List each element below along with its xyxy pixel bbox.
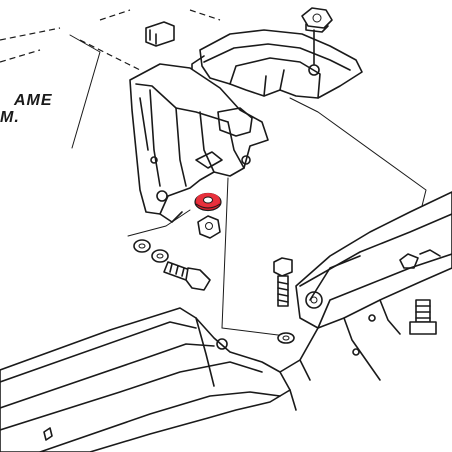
- upper-bracket: [191, 29, 363, 99]
- highlighted-washer: [194, 192, 222, 212]
- right-bolt: [273, 257, 295, 344]
- frame-label: AME M.: [0, 92, 53, 126]
- clip-part: [145, 21, 175, 47]
- left-bolt-assembly: [133, 239, 211, 291]
- frame-rail-lower-left: [0, 307, 297, 452]
- leader-lines: [69, 9, 427, 337]
- main-bracket: [129, 63, 269, 223]
- frame-label-line-2: M.: [0, 109, 20, 126]
- frame-label-line-1: AME: [14, 92, 53, 109]
- lower-nut: [197, 215, 221, 239]
- frame-rail-right: [279, 191, 452, 381]
- top-nut: [301, 7, 333, 33]
- right-side-bolt: [409, 299, 437, 335]
- dashed-reference-lines: [0, 9, 221, 71]
